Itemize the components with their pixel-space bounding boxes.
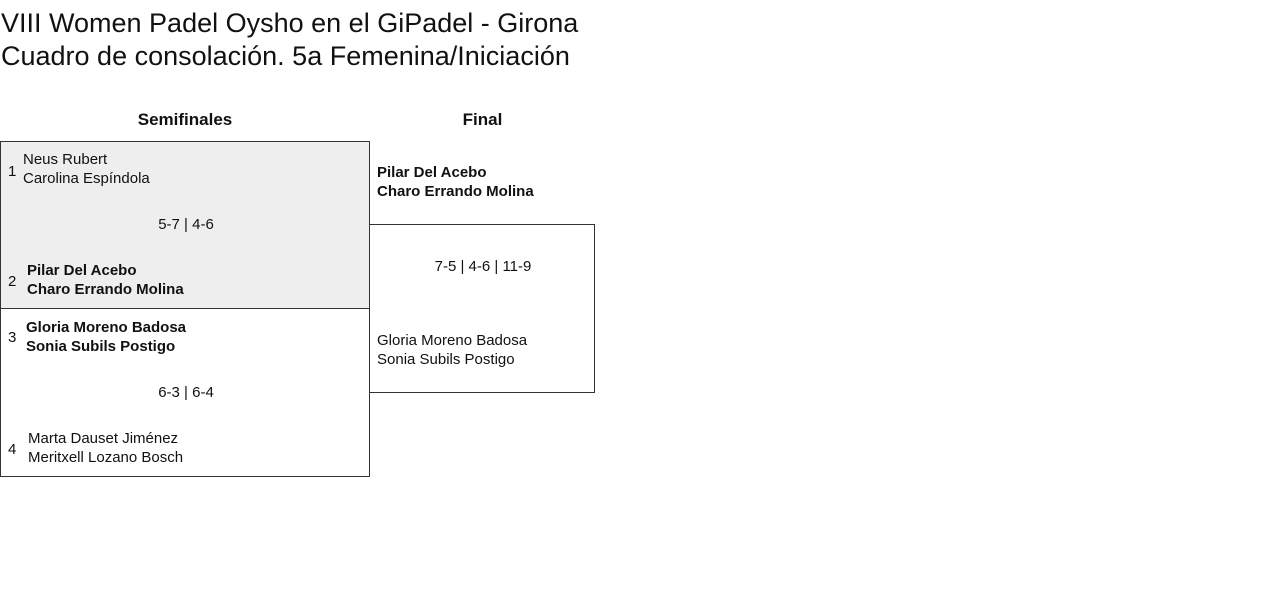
page-subtitle: Cuadro de consolación. 5a Femenina/Inici… <box>1 41 570 71</box>
page-title: VIII Women Padel Oysho en el GiPadel - G… <box>1 8 579 38</box>
final-score: 7-5 | 4-6 | 11-9 <box>434 258 532 275</box>
semifinal-match-2: 3 Gloria Moreno Badosa Sonia Subils Post… <box>0 308 370 477</box>
seed: 3 <box>8 329 17 346</box>
player-name: Neus Rubert <box>23 151 108 168</box>
final-match: 7-5 | 4-6 | 11-9 Gloria Moreno Badosa So… <box>369 224 595 393</box>
player-name: Meritxell Lozano Bosch <box>28 449 184 466</box>
player-name: Charo Errando Molina <box>27 281 184 298</box>
player-name: Pilar Del Acebo <box>377 164 487 181</box>
team-3-winner: Gloria Moreno Badosa Sonia Subils Postig… <box>26 318 186 356</box>
round-header-semifinales: Semifinales <box>137 110 233 129</box>
player-name: Marta Dauset Jiménez <box>28 430 179 447</box>
match-score: 6-3 | 6-4 <box>158 384 214 401</box>
team-4: Marta Dauset Jiménez Meritxell Lozano Bo… <box>28 429 183 467</box>
player-name: Pilar Del Acebo <box>27 262 137 279</box>
seed: 2 <box>8 273 17 290</box>
team-1: Neus Rubert Carolina Espíndola <box>23 150 150 188</box>
final-team-winner: Pilar Del Acebo Charo Errando Molina <box>377 163 534 201</box>
player-name: Gloria Moreno Badosa <box>26 319 187 336</box>
player-name: Sonia Subils Postigo <box>377 351 515 368</box>
round-header-final: Final <box>462 110 503 129</box>
player-name: Gloria Moreno Badosa <box>377 332 528 349</box>
seed: 1 <box>8 163 17 180</box>
match-score: 5-7 | 4-6 <box>158 216 214 233</box>
team-2-winner: Pilar Del Acebo Charo Errando Molina <box>27 261 184 299</box>
final-team-runner-up: Gloria Moreno Badosa Sonia Subils Postig… <box>377 331 527 369</box>
semifinal-match-1: 1 Neus Rubert Carolina Espíndola 5-7 | 4… <box>0 141 370 309</box>
player-name: Sonia Subils Postigo <box>26 338 176 355</box>
player-name: Charo Errando Molina <box>377 183 534 200</box>
player-name: Carolina Espíndola <box>23 170 150 187</box>
seed: 4 <box>8 441 17 458</box>
